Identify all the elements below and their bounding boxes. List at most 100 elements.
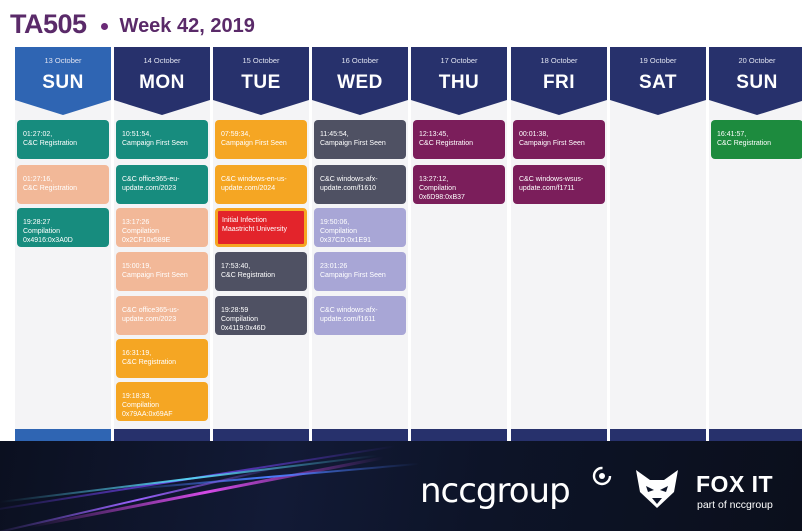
event-detail: 0x6D98:0xB37 <box>419 194 465 201</box>
event-time: 07:59:34, <box>221 131 251 138</box>
event-card[interactable]: 01:27:16, C&C Registration <box>17 165 109 204</box>
event-detail: 0x79AA:0x69AF <box>122 411 173 418</box>
event-time: 10:51:54, <box>122 131 152 138</box>
event-time: 15:00:19, <box>122 263 152 270</box>
event-label: C&C Registration <box>23 140 78 147</box>
day-column: 18 October FRI 00:01:38, Campaign First … <box>511 47 607 441</box>
event-card[interactable]: C&C office365-eu- update.com/2023 <box>116 165 208 204</box>
event-time: 16:41:57, <box>717 131 747 138</box>
event-label: Campaign First Seen <box>320 140 386 147</box>
event-card[interactable]: 01:27:02, C&C Registration <box>17 120 109 159</box>
footer-banner: nccgroup FOX IT part of nccgroup <box>0 441 802 531</box>
event-card[interactable]: C&C office365-us- update.com/2023 <box>116 296 208 335</box>
event-time: 19:28:27 <box>23 219 51 226</box>
day-footer <box>114 429 210 441</box>
event-label: Compilation <box>320 228 357 235</box>
event-label: Campaign First Seen <box>122 140 188 147</box>
event-card[interactable]: 13:27:12, Compilation 0x6D98:0xB37 <box>413 165 505 204</box>
initial-infection-card[interactable]: Initial Infection Maastricht University <box>215 208 307 247</box>
event-detail: 0x37CD:0x1E91 <box>320 237 371 244</box>
event-url: update.com/2023 <box>122 185 177 192</box>
day-header: 14 October MON <box>114 47 210 115</box>
event-time: 13:17:26 <box>122 219 150 226</box>
event-card[interactable]: 19:50:06, Compilation 0x37CD:0x1E91 <box>314 208 406 247</box>
event-card[interactable]: 19:18:33, Compilation 0x79AA:0x69AF <box>116 382 208 421</box>
event-card[interactable]: 17:53:40, C&C Registration <box>215 252 307 291</box>
day-date: 20 October <box>738 56 776 65</box>
event-card[interactable]: 19:28:27 Compilation 0x4916:0x3A0D <box>17 208 109 247</box>
day-footer <box>610 429 706 441</box>
event-url: update.com/f1611 <box>320 316 376 323</box>
page-title: TA505 <box>10 8 87 39</box>
event-time: 19:50:06, <box>320 219 350 226</box>
event-detail: Maastricht University <box>222 226 287 233</box>
day-name: SAT <box>638 72 678 93</box>
event-card[interactable]: 16:31:19, C&C Registration <box>116 339 208 378</box>
nccgroup-swirl-icon <box>592 466 612 486</box>
day-footer <box>709 429 802 441</box>
day-footer <box>411 429 507 441</box>
foxit-logo-text: FOX IT <box>696 471 774 497</box>
event-card[interactable]: 10:51:54, Campaign First Seen <box>116 120 208 159</box>
event-label: C&C windows-en-us- <box>221 176 287 183</box>
event-label: C&C windows-afx- <box>320 307 378 314</box>
event-label: C&C Registration <box>221 272 276 279</box>
fox-head-icon <box>636 470 678 508</box>
day-column: 13 October SUN 01:27:02, C&C Registratio… <box>15 47 111 441</box>
event-card[interactable]: C&C windows-en-us- update.com/2024 <box>215 165 307 204</box>
event-url: update.com/f1711 <box>519 185 575 192</box>
event-card[interactable]: 07:59:34, Campaign First Seen <box>215 120 307 159</box>
event-label: Compilation <box>419 185 456 192</box>
event-label: Campaign First Seen <box>221 140 287 147</box>
event-label: C&C windows-afx- <box>320 176 378 183</box>
event-card[interactable]: 16:41:57, C&C Registration <box>711 120 802 159</box>
event-label: C&C windows-wsus- <box>519 176 584 183</box>
event-time: 19:28:59 <box>221 307 249 314</box>
event-time: 16:31:19, <box>122 350 152 357</box>
event-card[interactable]: 23:01:26 Campaign First Seen <box>314 252 406 291</box>
event-time: 23:01:26 <box>320 263 348 270</box>
day-date: 17 October <box>440 56 478 65</box>
nccgroup-logo-text: nccgroup <box>420 471 571 511</box>
event-label: C&C Registration <box>122 359 177 366</box>
event-label: C&C Registration <box>717 140 772 147</box>
event-url: update.com/2023 <box>122 316 177 323</box>
event-label: Campaign First Seen <box>519 140 585 147</box>
day-column: 20 October SUN 16:41:57, C&C Registratio… <box>709 47 802 441</box>
event-detail: 0x2CF10x589E <box>122 237 171 244</box>
event-label: Compilation <box>221 316 258 323</box>
event-card[interactable]: 13:17:26 Compilation 0x2CF10x589E <box>116 208 208 247</box>
light-streak <box>0 465 283 531</box>
event-card[interactable]: 00:01:38, Campaign First Seen <box>513 120 605 159</box>
event-card[interactable]: 19:28:59 Compilation 0x4119:0x46D <box>215 296 307 335</box>
event-label: Initial Infection <box>222 217 267 224</box>
day-name: SUN <box>42 72 84 93</box>
day-name: SUN <box>736 72 778 93</box>
event-time: 00:01:38, <box>519 131 549 138</box>
day-date: 15 October <box>242 56 280 65</box>
day-header: 17 October THU <box>411 47 507 115</box>
event-card[interactable]: 12:13:45, C&C Registration <box>413 120 505 159</box>
day-column: 14 October MON 10:51:54, Campaign First … <box>114 47 210 441</box>
event-url: update.com/f1610 <box>320 185 377 192</box>
event-time: 13:27:12, <box>419 176 449 183</box>
event-time: 01:27:16, <box>23 176 53 183</box>
event-card[interactable]: C&C windows-afx- update.com/f1610 <box>314 165 406 204</box>
event-card[interactable]: 11:45:54, Campaign First Seen <box>314 120 406 159</box>
day-date: 18 October <box>540 56 578 65</box>
day-header: 15 October TUE <box>213 47 309 115</box>
event-label: Compilation <box>23 228 60 235</box>
event-card[interactable]: C&C windows-wsus- update.com/f1711 <box>513 165 605 204</box>
day-column: 17 October THU 12:13:45, C&C Registratio… <box>411 47 507 441</box>
day-footer <box>15 429 111 441</box>
day-column: 15 October TUE 07:59:34, Campaign First … <box>213 47 309 441</box>
title-separator-dot <box>100 22 108 30</box>
day-header: 13 October SUN <box>15 47 111 115</box>
event-card[interactable]: C&C windows-afx- update.com/f1611 <box>314 296 406 335</box>
event-card[interactable]: 15:00:19, Campaign First Seen <box>116 252 208 291</box>
event-time: 19:18:33, <box>122 393 152 400</box>
day-date: 13 October <box>44 56 82 65</box>
day-footer <box>511 429 607 441</box>
day-footer <box>312 429 408 441</box>
light-streak <box>0 445 395 513</box>
